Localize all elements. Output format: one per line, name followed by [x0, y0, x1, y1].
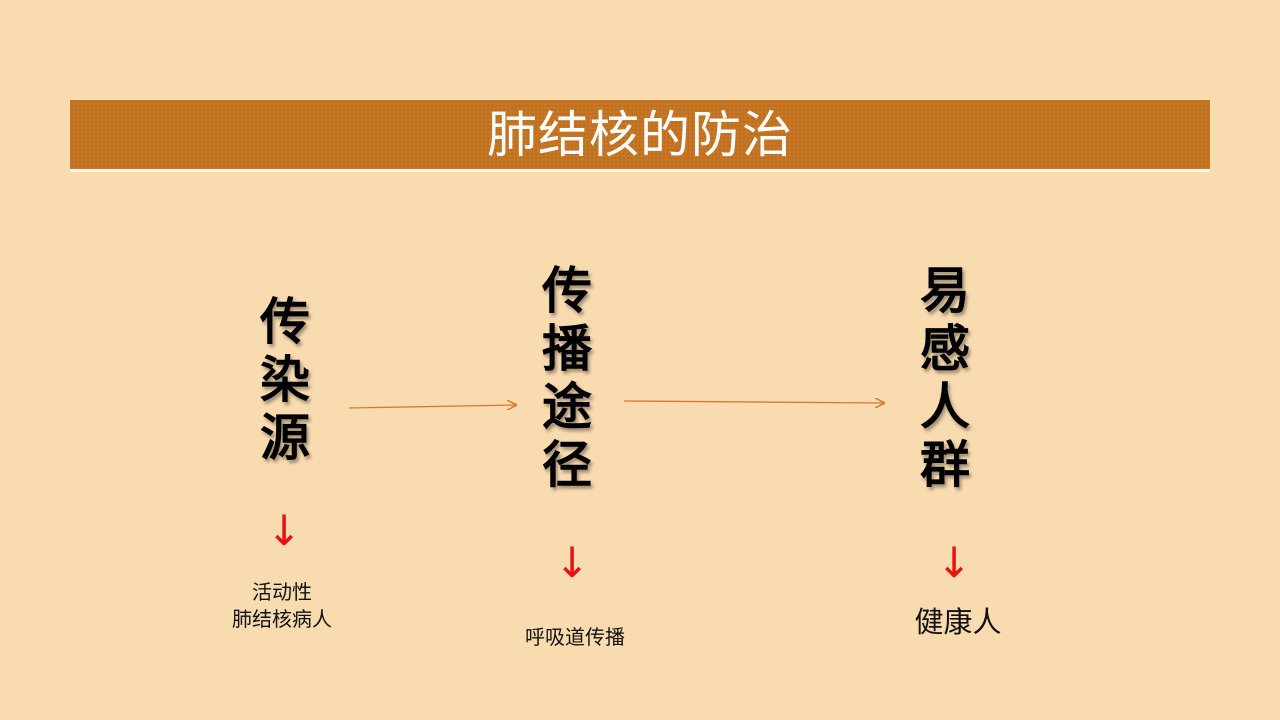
node-infection-source: 传 染 源 — [260, 293, 310, 467]
node-susceptible-population: 易 感 人 群 — [920, 262, 970, 494]
title-banner: 肺结核的防治 — [70, 100, 1210, 172]
label-susceptible-population: 健康人 — [914, 605, 1002, 639]
down-arrow-icon: ↓ — [266, 506, 302, 555]
node-transmission-route: 传 播 途 径 — [542, 262, 592, 494]
arrow-source-to-route — [348, 405, 516, 408]
arrow-route-to-host — [623, 401, 884, 403]
label-transmission-route: 呼吸道传播 — [525, 625, 625, 649]
label-infection-source: 活动性 肺结核病人 — [232, 580, 332, 631]
down-arrow-icon: ↓ — [554, 538, 590, 587]
page-title: 肺结核的防治 — [487, 105, 793, 164]
down-arrow-icon: ↓ — [936, 538, 972, 587]
